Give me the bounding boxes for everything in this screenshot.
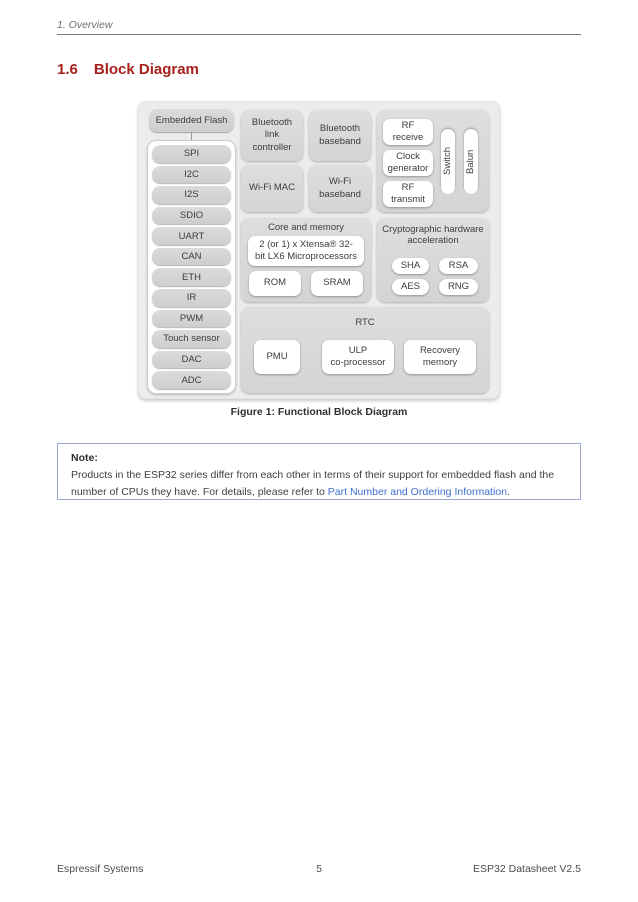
flash-connector-line xyxy=(191,132,192,140)
recovery-memory-block: Recovery memory xyxy=(404,340,476,374)
ulp-coprocessor-block: ULP co-processor xyxy=(322,340,394,374)
wifi-baseband-block: Wi-Fi baseband xyxy=(309,165,371,212)
embedded-flash-block: Embedded Flash xyxy=(149,109,234,132)
balun-block: Balun xyxy=(464,129,478,194)
core-memory-section: Core and memory 2 (or 1) x Xtensa® 32- b… xyxy=(241,218,371,302)
bluetooth-baseband-block: Bluetooth baseband xyxy=(309,110,371,161)
core-memory-title: Core and memory xyxy=(267,222,345,233)
rf-transmit-block: RF transmit xyxy=(383,181,433,207)
section-title: Block Diagram xyxy=(93,61,199,78)
section-number: 1.6 xyxy=(57,61,78,78)
peripheral-i2s: I2S xyxy=(152,186,231,204)
aes-block: AES xyxy=(392,279,429,295)
figure-caption: Figure 1: Functional Block Diagram xyxy=(230,406,408,418)
footer-company: Espressif Systems xyxy=(57,863,144,875)
sram-block: SRAM xyxy=(311,271,363,296)
xtensa-cpu-block: 2 (or 1) x Xtensa® 32- bit LX6 Microproc… xyxy=(248,236,364,266)
rtc-title: RTC xyxy=(355,317,375,328)
footer-document-title: ESP32 Datasheet V2.5 xyxy=(473,863,581,875)
rf-section: RF receive Clock generator RF transmit S… xyxy=(377,110,489,212)
peripheral-ir: IR xyxy=(152,289,231,307)
rom-block: ROM xyxy=(249,271,301,296)
peripheral-can: CAN xyxy=(152,247,231,266)
peripheral-touch-sensor: Touch sensor xyxy=(152,330,231,348)
peripheral-sdio: SDIO xyxy=(152,206,231,225)
running-header: 1. Overview xyxy=(57,19,113,31)
rsa-block: RSA xyxy=(439,258,478,274)
switch-block: Switch xyxy=(441,129,455,194)
clock-generator-block: Clock generator xyxy=(383,150,433,176)
section-heading: 1.6 Block Diagram xyxy=(57,61,199,78)
page-number: 5 xyxy=(316,863,322,875)
rf-receive-block: RF receive xyxy=(383,119,433,145)
note-text: Products in the ESP32 series differ from… xyxy=(71,468,555,498)
peripheral-i2c: I2C xyxy=(152,165,231,184)
crypto-section: Cryptographic hardware acceleration SHA … xyxy=(377,218,489,302)
note-body: Products in the ESP32 series differ from… xyxy=(71,467,567,501)
pmu-block: PMU xyxy=(254,340,300,374)
peripheral-spi: SPI xyxy=(152,145,231,163)
header-rule xyxy=(57,34,581,35)
crypto-title: Cryptographic hardware acceleration xyxy=(382,224,484,247)
peripheral-pwm: PWM xyxy=(152,309,231,328)
bluetooth-link-controller-block: Bluetooth link controller xyxy=(241,110,303,161)
peripheral-adc: ADC xyxy=(152,371,231,389)
note-label: Note: xyxy=(71,452,98,464)
note-box: Note: Products in the ESP32 series diffe… xyxy=(57,443,581,500)
rtc-section: RTC PMU ULP co-processor Recovery memory xyxy=(241,307,489,393)
rng-block: RNG xyxy=(439,279,478,295)
sha-block: SHA xyxy=(392,258,429,274)
functional-block-diagram: Embedded Flash SPI I2C I2S SDIO UART CAN… xyxy=(138,101,500,399)
peripherals-container: SPI I2C I2S SDIO UART CAN ETH IR PWM Tou… xyxy=(147,140,236,394)
note-text-end: . xyxy=(506,485,510,498)
peripheral-eth: ETH xyxy=(152,268,231,286)
peripheral-uart: UART xyxy=(152,227,231,245)
part-number-link[interactable]: Part Number and Ordering Information xyxy=(327,485,507,498)
peripheral-dac: DAC xyxy=(152,350,231,369)
wifi-mac-block: Wi-Fi MAC xyxy=(241,165,303,212)
